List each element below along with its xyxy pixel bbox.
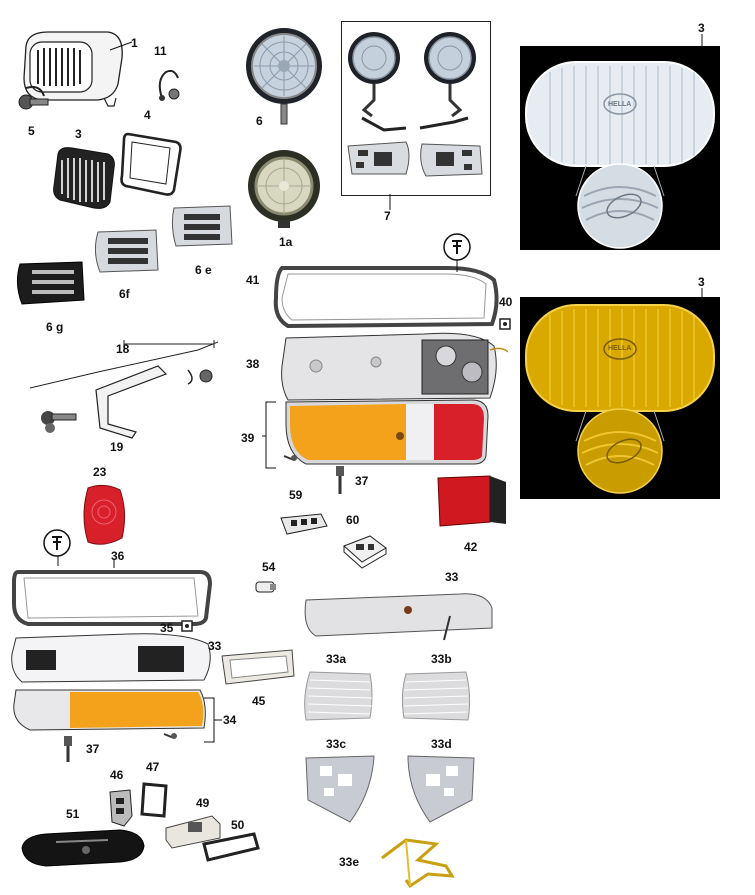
label-3-left: 3 <box>75 127 82 141</box>
part-23-red-marker[interactable] <box>78 482 130 550</box>
label-37-top: 37 <box>355 474 369 488</box>
part-37-bulb-bottom[interactable] <box>58 734 78 764</box>
group-7-frame <box>341 21 491 196</box>
photo-3-yellow-lens[interactable]: HELLA <box>520 297 720 499</box>
part-36-gasket[interactable] <box>8 564 214 628</box>
label-6f: 6f <box>119 287 130 301</box>
label-49: 49 <box>196 796 210 810</box>
circle-marker-bottom <box>43 529 71 557</box>
part-40-clip[interactable] <box>497 316 513 332</box>
label-40: 40 <box>499 295 513 309</box>
label-41: 41 <box>246 273 260 287</box>
part-33-front-housing[interactable] <box>8 628 214 686</box>
label-37-bottom: 37 <box>86 742 100 756</box>
part-33-side-housing[interactable] <box>300 586 496 642</box>
label-1: 1 <box>131 36 138 50</box>
label-11: 11 <box>154 44 167 58</box>
screw-39[interactable] <box>282 450 298 464</box>
part-34-front-lens[interactable] <box>10 686 210 734</box>
leader-3-mid <box>701 288 703 300</box>
part-37-bulb-top[interactable] <box>330 462 350 498</box>
part-50-gasket[interactable] <box>198 830 262 866</box>
leader-1 <box>109 41 133 51</box>
circle-marker-top <box>443 233 471 261</box>
part-11-clip[interactable] <box>152 62 186 106</box>
part-41-gasket[interactable] <box>268 262 504 334</box>
part-33e-spring-clip[interactable] <box>376 836 460 888</box>
label-3-mid-right: 3 <box>698 275 705 289</box>
label-51: 51 <box>66 807 80 821</box>
part-49-plate-lamp[interactable] <box>160 810 224 850</box>
label-7: 7 <box>384 209 391 223</box>
label-23: 23 <box>93 465 107 479</box>
leader-36 <box>57 556 115 568</box>
part-33c-reflector[interactable] <box>300 752 380 826</box>
label-34: 34 <box>223 713 237 727</box>
photo-3-clear-lens[interactable]: HELLA <box>520 46 720 250</box>
part-35-clip[interactable] <box>179 618 195 634</box>
part-5-screw[interactable] <box>14 82 54 118</box>
part-1a-fog-lamp[interactable] <box>244 148 326 230</box>
label-39: 39 <box>241 431 255 445</box>
label-33d: 33d <box>431 737 452 751</box>
label-1a: 1a <box>279 235 293 249</box>
label-35: 35 <box>160 621 174 635</box>
part-6f-chrome-grille[interactable] <box>92 228 162 274</box>
part-60-socket[interactable] <box>340 530 390 570</box>
label-33c: 33c <box>326 737 347 751</box>
leader-3-top <box>701 34 703 48</box>
label-45: 45 <box>252 694 266 708</box>
label-33a: 33a <box>326 652 347 666</box>
label-33e: 33e <box>339 855 360 869</box>
part-45-side-marker[interactable] <box>218 646 298 688</box>
part-38-lamp-housing[interactable] <box>276 326 508 408</box>
label-6: 6 <box>256 114 263 128</box>
part-42-red-lamp[interactable] <box>434 472 510 534</box>
label-6e: 6 e <box>195 263 212 277</box>
label-4: 4 <box>144 108 151 122</box>
bracket-39 <box>262 401 276 469</box>
part-1-fog-lamp-housing[interactable] <box>18 28 128 108</box>
label-36: 36 <box>111 549 125 563</box>
label-18: 18 <box>116 342 130 356</box>
part-18-wiring[interactable] <box>28 340 218 440</box>
part-51-black-lamp[interactable] <box>16 820 148 874</box>
label-3-top-right: 3 <box>698 21 705 35</box>
label-59: 59 <box>289 488 303 502</box>
part-59-socket[interactable] <box>277 506 331 540</box>
leader-7 <box>389 194 391 210</box>
label-60: 60 <box>346 513 360 527</box>
bracket-34 <box>204 697 222 743</box>
label-50: 50 <box>231 818 245 832</box>
part-6-round-fog-lamp[interactable] <box>244 24 326 128</box>
part-33a-lens-plate[interactable] <box>300 668 376 724</box>
screw-34[interactable] <box>162 728 178 742</box>
part-54-bulb[interactable] <box>252 578 278 598</box>
label-33b: 33b <box>431 652 452 666</box>
label-38: 38 <box>246 357 260 371</box>
lens-brand-yellow: HELLA <box>608 345 632 352</box>
part-46-socket[interactable] <box>104 786 138 832</box>
part-47-gasket[interactable] <box>138 780 172 820</box>
label-42: 42 <box>464 540 478 554</box>
label-6g: 6 g <box>46 320 64 334</box>
lens-brand-clear: HELLA <box>608 101 632 108</box>
part-39-tail-lens[interactable] <box>282 394 490 468</box>
label-5: 5 <box>28 124 35 138</box>
part-33b-lens-plate[interactable] <box>398 668 474 724</box>
label-19: 19 <box>110 440 124 454</box>
part-4-gasket[interactable] <box>118 126 186 198</box>
label-33-top: 33 <box>445 570 459 584</box>
label-47: 47 <box>146 760 160 774</box>
label-46: 46 <box>110 768 124 782</box>
part-33d-reflector[interactable] <box>404 752 480 826</box>
part-6g-black-grille[interactable] <box>14 260 88 306</box>
part-7-fog-lamp-kit[interactable] <box>344 24 488 192</box>
part-3-grille[interactable] <box>50 144 120 212</box>
label-33-side: 33 <box>208 639 222 653</box>
label-54: 54 <box>262 560 276 574</box>
part-6e-chrome-grille[interactable] <box>170 204 236 250</box>
leader-41-marker <box>456 260 458 272</box>
